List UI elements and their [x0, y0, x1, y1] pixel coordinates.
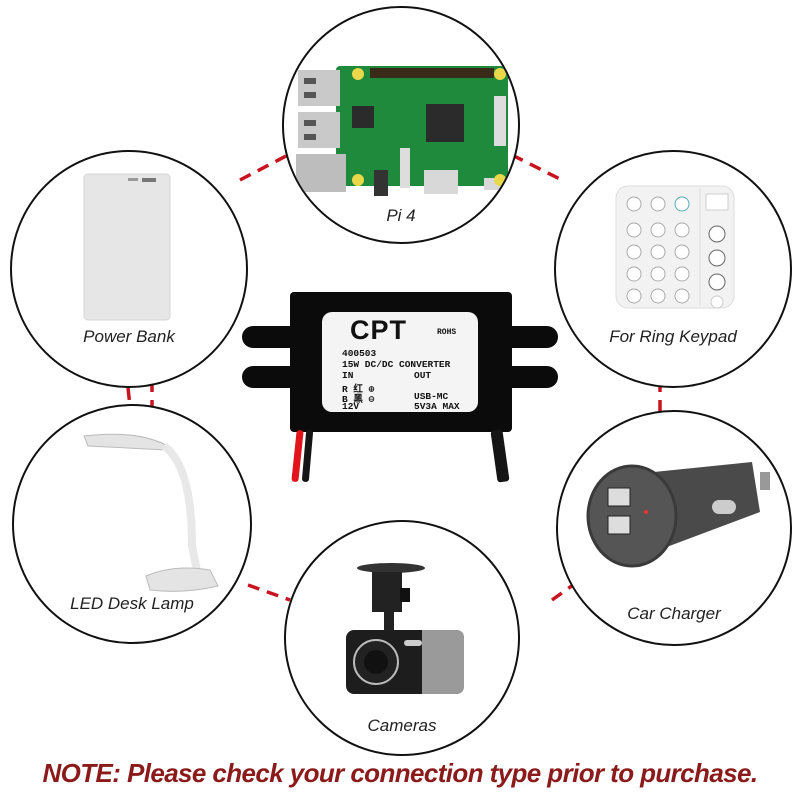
device-circle-cameras: Cameras	[284, 520, 520, 756]
link-lamp-cameras	[247, 583, 291, 602]
car-charger-image	[586, 462, 770, 568]
power-bank-image	[83, 173, 171, 321]
input-label: IN	[342, 370, 354, 381]
link-powerbank-pi4	[239, 153, 289, 182]
mounting-ear-right-top	[498, 326, 558, 348]
dashcam-image	[346, 563, 464, 694]
device-circle-ring-keypad: For Ring Keypad	[554, 150, 792, 388]
converter-description: 15W DC/DC CONVERTER	[342, 359, 451, 370]
ring-keypad-image	[615, 185, 735, 309]
link-pi4-keypad	[511, 153, 563, 182]
device-label-cameras: Cameras	[367, 716, 437, 735]
device-label-led-desk-lamp: LED Desk Lamp	[70, 594, 194, 613]
converter-body: CPT ROHS 400503 15W DC/DC CONVERTER IN O…	[290, 292, 512, 432]
device-label-power-bank: Power Bank	[83, 327, 175, 346]
link-powerbank-lamp	[126, 387, 132, 407]
mounting-ear-left-top	[242, 326, 302, 348]
input-voltage: 12V	[342, 401, 360, 412]
mounting-ear-right-bottom	[498, 366, 558, 388]
device-circle-pi4: Pi 4	[282, 6, 520, 244]
output-rating: 5V3A MAX	[414, 401, 460, 412]
device-circle-power-bank: Power Bank	[10, 150, 248, 388]
black-wire-polarity: B 黑 ⊖	[342, 394, 375, 405]
model-number: 400503	[342, 348, 377, 359]
brand-logo: CPT	[350, 315, 407, 345]
device-circle-led-desk-lamp: LED Desk Lamp	[12, 404, 252, 644]
led-desk-lamp-image	[83, 433, 219, 592]
raspberry-pi-board-image	[296, 66, 508, 196]
device-label-pi4: Pi 4	[386, 206, 416, 225]
output-label: OUT	[414, 370, 432, 381]
output-connector: USB-MC	[414, 391, 449, 402]
device-label-car-charger: Car Charger	[627, 604, 721, 623]
rohs-mark: ROHS	[437, 328, 457, 337]
device-circle-car-charger: Car Charger	[556, 410, 792, 646]
purchase-note: NOTE: Please check your connection type …	[42, 758, 758, 788]
converter-label: CPT ROHS 400503 15W DC/DC CONVERTER IN O…	[322, 312, 478, 412]
mounting-ear-left-bottom	[242, 366, 302, 388]
device-label-ring-keypad: For Ring Keypad	[609, 327, 737, 346]
red-wire-polarity: R 红 ⊕	[342, 384, 375, 395]
